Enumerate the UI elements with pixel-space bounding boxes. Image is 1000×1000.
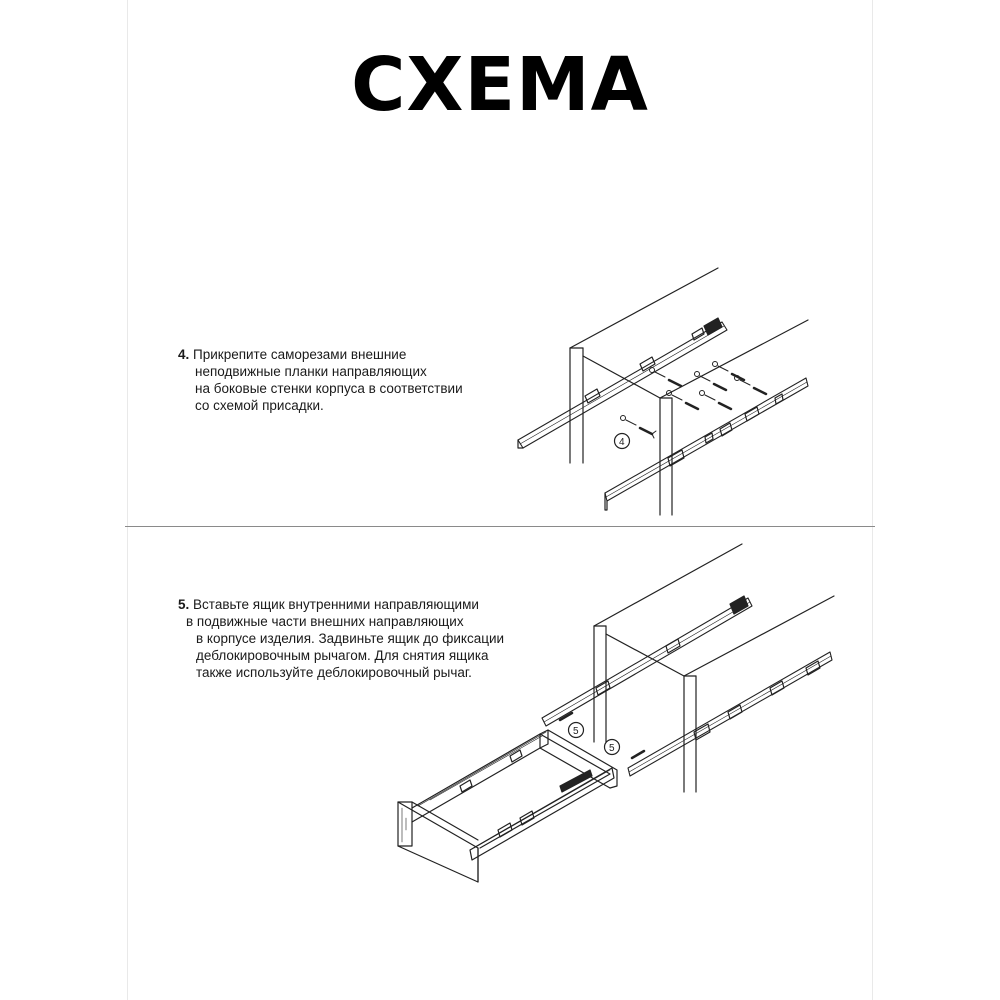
step-5-callout-label-1: 5 [573,726,579,737]
left-margin-guide [127,0,128,1000]
step-5-line-3: в корпусе изделия. Задвиньте ящик до фик… [196,631,505,646]
step-5-cabinet-drawing [541,543,835,793]
step-5-line-4: деблокировочным рычагом. Для снятия ящик… [196,648,489,663]
step-4-line-2: неподвижные планки направляющих [195,364,427,379]
step-5-text-1: Вставьте ящик внутренними направляющими [193,597,479,612]
page-title: СХЕМА [351,42,649,128]
step-4-cabinet-drawing [517,267,809,516]
step-5-line-2: в подвижные части внешних направляющих [186,614,464,629]
step-5-callout-label-2: 5 [609,743,615,754]
step-4-screws [620,361,768,439]
step-5-line-5: также используйте деблокировочный рычаг. [196,665,472,680]
step-5-line-1: 5. Вставьте ящик внутренними направляющи… [178,596,504,613]
step-4-line-1: 4. Прикрепите саморезами внешние [178,346,463,363]
section-divider [125,526,875,527]
step-4-line-3: на боковые стенки корпуса в соответствии [195,381,463,396]
step-5-drawer-box [397,729,618,883]
step-4-instructions: 4. Прикрепите саморезами внешние неподви… [178,346,463,414]
step-4-line-4: со схемой присадки. [195,398,324,413]
step-5-number: 5. [178,597,190,612]
right-margin-guide [872,0,873,1000]
step-4-text-1: Прикрепите саморезами внешние [193,347,407,362]
step-5-callout-circle-2 [603,738,621,756]
step-5-callout-circle-1 [567,721,585,739]
step-5-instructions: 5. Вставьте ящик внутренними направляющи… [178,596,504,681]
step-4-callout-label: 4 [619,437,625,448]
step-4-callout-circle [613,432,631,450]
step-4-number: 4. [178,347,190,362]
